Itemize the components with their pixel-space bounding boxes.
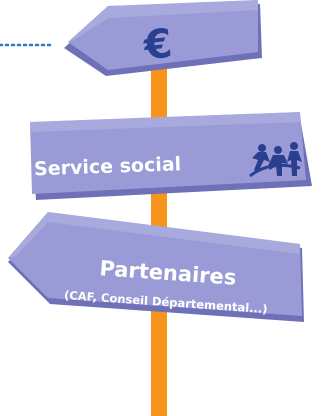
sign-top: € bbox=[64, 0, 262, 76]
sign-bottom: Partenaires (CAF, Conseil Départemental.… bbox=[8, 212, 304, 322]
sign-middle-board bbox=[30, 112, 306, 194]
sign-middle-highlight bbox=[30, 112, 300, 132]
people-icon bbox=[249, 142, 302, 178]
sign-top-highlight bbox=[68, 0, 258, 42]
service-social-label: Service social bbox=[34, 153, 182, 180]
sign-middle: Service social bbox=[30, 112, 312, 200]
euro-icon: € bbox=[141, 21, 174, 70]
sign-bottom-highlight bbox=[8, 212, 300, 258]
